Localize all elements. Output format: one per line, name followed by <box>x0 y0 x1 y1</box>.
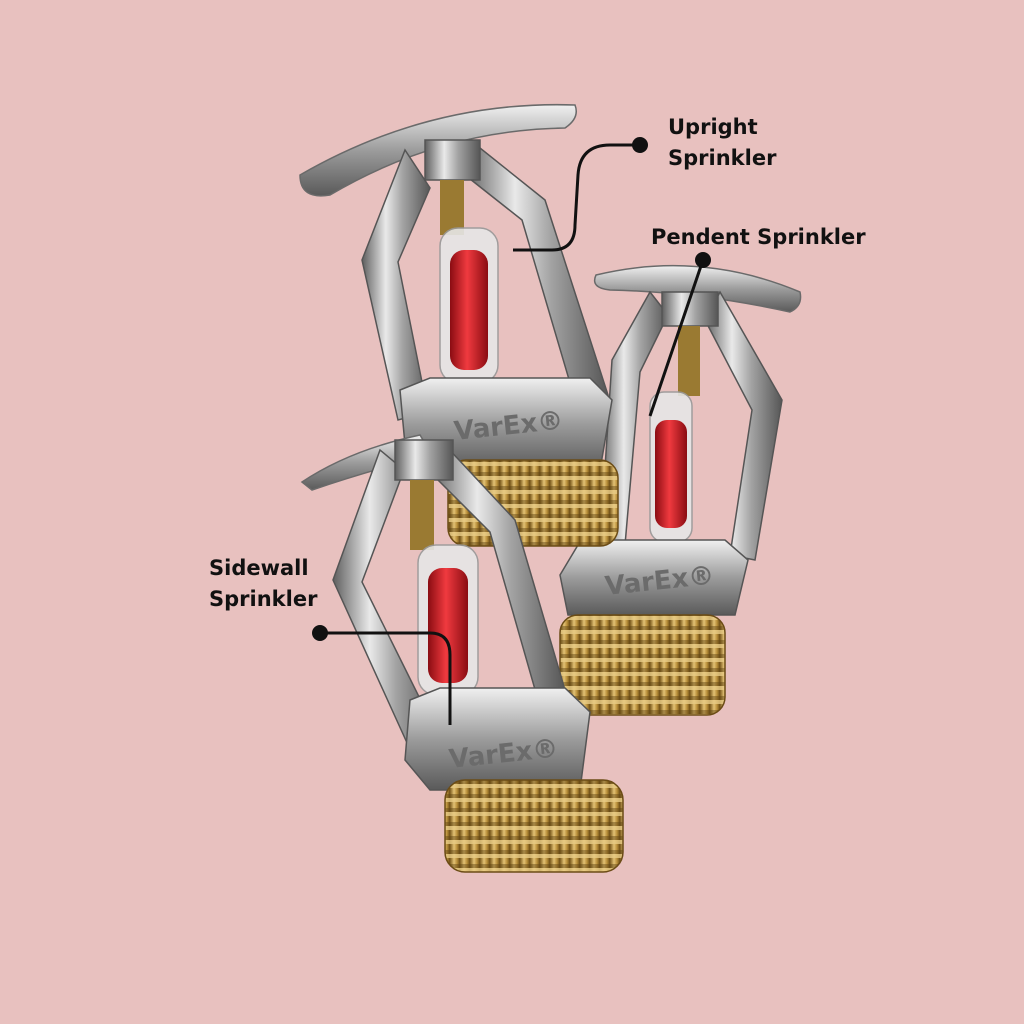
sidewall-label-line2: Sprinkler <box>209 587 318 611</box>
sidewall-callout-line <box>320 631 452 725</box>
pendent-sprinkler: VarEx® <box>559 264 802 716</box>
pendent-sprinkler-label: Pendent Sprinkler <box>651 222 866 253</box>
upright-callout-line <box>513 143 640 252</box>
pendent-threads <box>559 614 726 716</box>
pendent-label-text: Pendent Sprinkler <box>651 225 866 249</box>
sidewall-label-line1: Sidewall <box>209 556 309 580</box>
upright-sprinkler-label: Upright Sprinkler <box>668 112 776 174</box>
sidewall-callout-dot <box>312 625 328 641</box>
upright-label-line2: Sprinkler <box>668 146 777 170</box>
upright-sprinkler: VarEx® <box>299 103 619 547</box>
sidewall-threads <box>444 779 624 873</box>
upright-callout-dot <box>632 137 648 153</box>
pendent-callout-dot <box>695 252 711 268</box>
sidewall-sprinkler-label: Sidewall Sprinkler <box>209 553 317 615</box>
upright-frame <box>361 148 431 421</box>
upright-label-line1: Upright <box>668 115 758 139</box>
pendent-callout-line <box>648 259 705 417</box>
upright-deflector <box>299 103 577 197</box>
